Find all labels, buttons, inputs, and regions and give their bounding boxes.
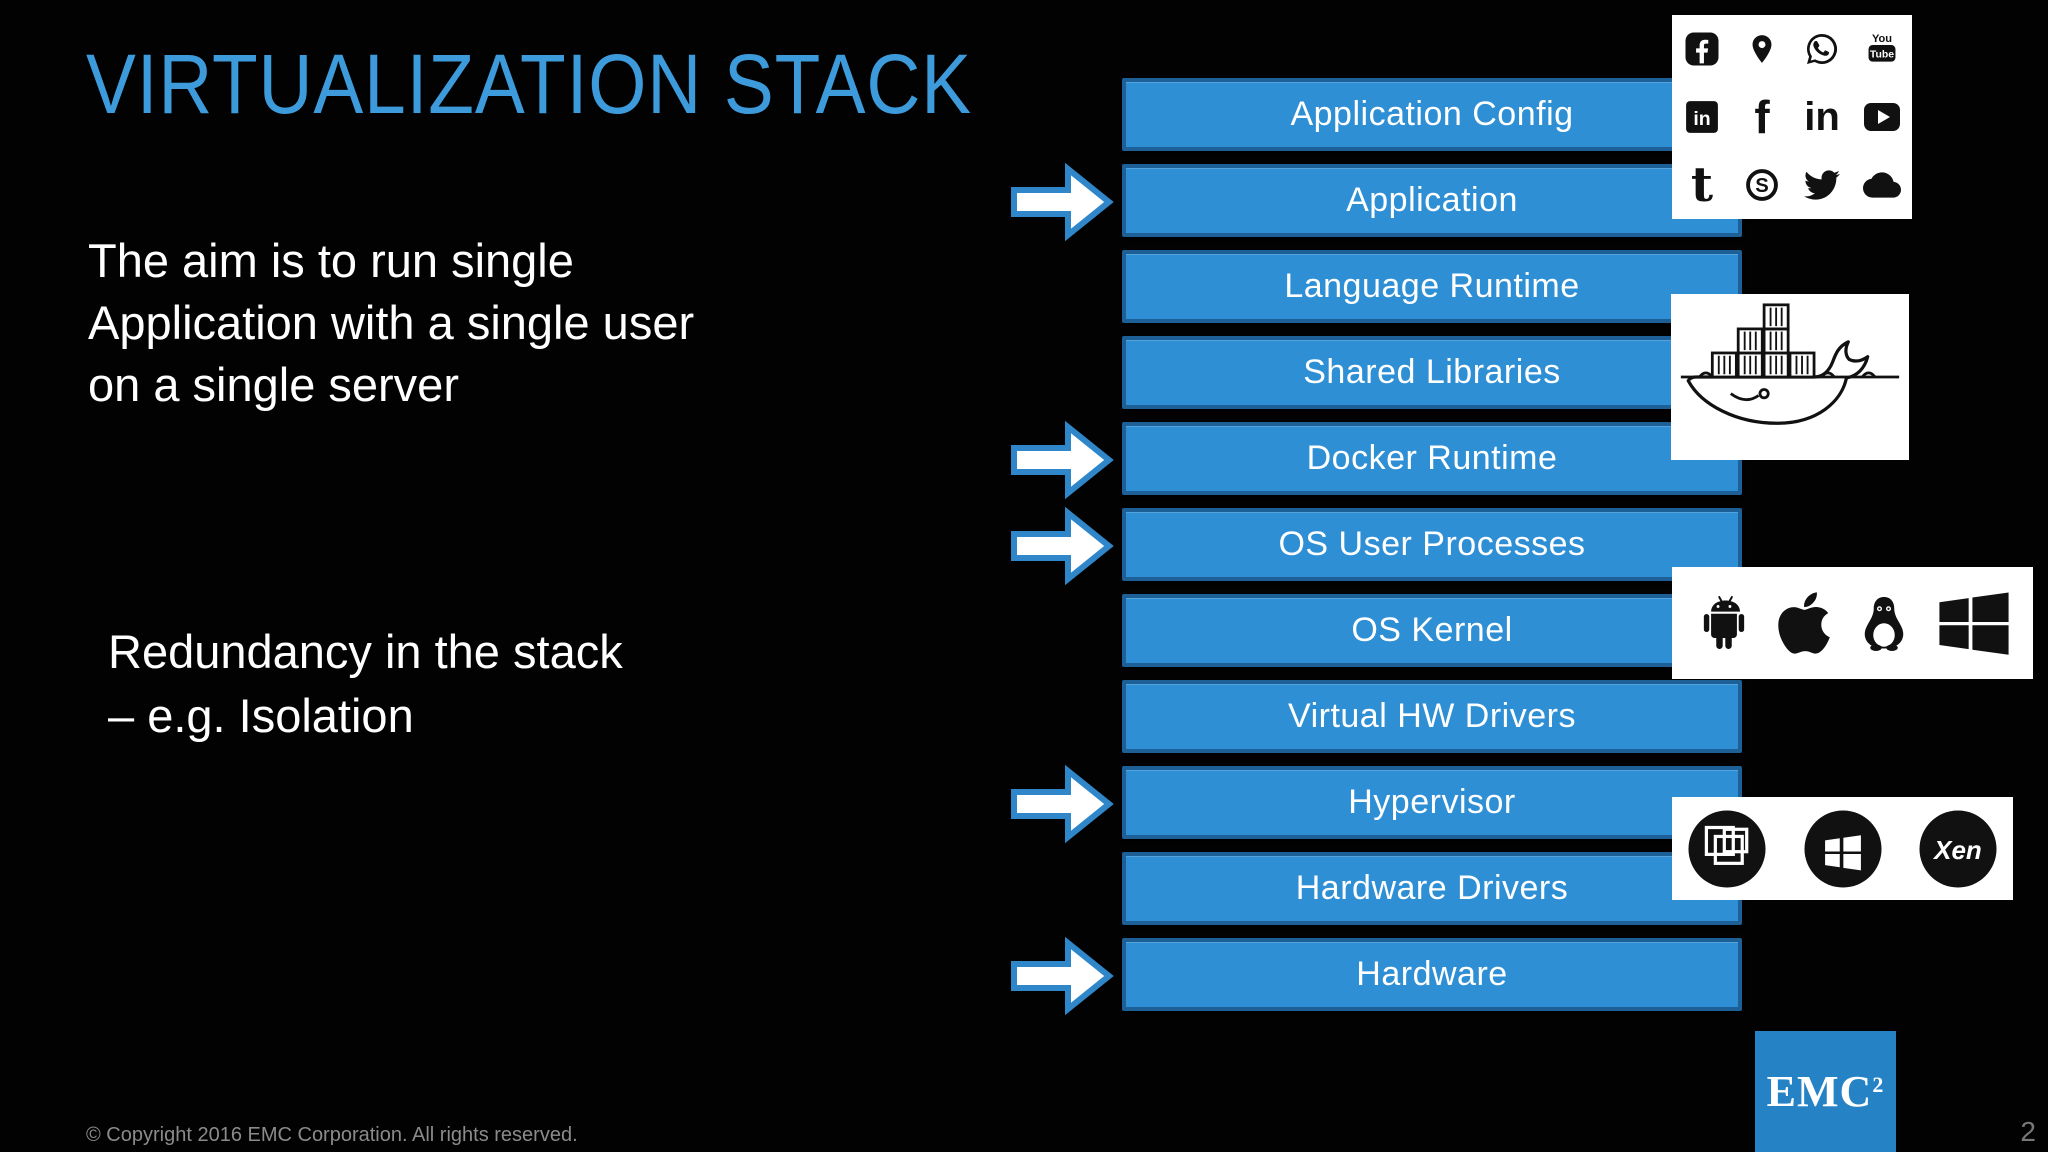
- page-title: VIRTUALIZATION STACK: [86, 37, 972, 131]
- right-arrow-icon: [1011, 420, 1114, 500]
- stack-row-application-config: Application Config: [1122, 78, 1742, 151]
- right-arrow-icon: [1011, 936, 1114, 1016]
- windows-icon: [1939, 592, 2009, 655]
- os-icons-panel: [1672, 567, 2033, 679]
- facebook-f-icon: f: [1754, 91, 1770, 143]
- svg-text:Xen: Xen: [1932, 834, 1982, 864]
- cloud-icon: [1852, 151, 1912, 219]
- linkedin-in-icon: in: [1804, 95, 1840, 139]
- emc-logo: EMC2: [1755, 1031, 1896, 1152]
- stack-row-language-runtime: Language Runtime: [1122, 250, 1742, 323]
- whatsapp-icon: [1792, 15, 1852, 83]
- note-line: – e.g. Isolation: [108, 689, 414, 742]
- copyright-text: © Copyright 2016 EMC Corporation. All ri…: [86, 1124, 578, 1146]
- skype-icon: S: [1732, 151, 1792, 219]
- stack-layer: OS User Processes: [1122, 508, 1742, 581]
- emc-logo-superscript: 2: [1872, 1072, 1885, 1097]
- svg-text:S: S: [1755, 175, 1769, 197]
- aim-line: Application with a single user: [88, 296, 695, 349]
- stack-row-shared-libraries: Shared Libraries: [1122, 336, 1742, 409]
- stack-layer: Shared Libraries: [1122, 336, 1742, 409]
- stack-layer: OS Kernel: [1122, 594, 1742, 667]
- aim-paragraph: The aim is to run single Application wit…: [88, 230, 694, 416]
- stack-row-hardware: Hardware: [1011, 936, 1742, 1016]
- page-number: 2: [2020, 1116, 2036, 1147]
- svg-text:in: in: [1693, 108, 1710, 130]
- svg-text:Tube: Tube: [1870, 50, 1894, 61]
- virtualization-stack: Application Config Application Language …: [1011, 78, 1742, 1024]
- stack-layer: Application: [1122, 164, 1742, 237]
- aim-line: on a single server: [88, 358, 459, 411]
- docker-whale-icon: [1680, 303, 1900, 425]
- linux-tux-icon: [1864, 597, 1903, 651]
- linkedin-square-icon: in: [1672, 83, 1732, 151]
- stack-layer: Hypervisor: [1122, 766, 1742, 839]
- twitter-bird-icon: [1792, 151, 1852, 219]
- hypervisor-icons-panel: Xen: [1672, 797, 2013, 900]
- vmware-icon: [1688, 809, 1766, 888]
- stack-layer: Language Runtime: [1122, 250, 1742, 323]
- apple-icon: [1778, 592, 1831, 654]
- svg-text:You: You: [1872, 33, 1892, 45]
- stack-layer: Hardware: [1122, 938, 1742, 1011]
- xen-icon: Xen: [1919, 809, 1997, 888]
- redundancy-note: Redundancy in the stack – e.g. Isolation: [108, 620, 623, 748]
- youtube-play-icon: [1852, 83, 1912, 151]
- stack-layer: Hardware Drivers: [1122, 852, 1742, 925]
- stack-row-docker-runtime: Docker Runtime: [1011, 420, 1742, 500]
- stack-row-hypervisor: Hypervisor: [1011, 764, 1742, 844]
- docker-logo-panel: [1671, 294, 1909, 460]
- note-line: Redundancy in the stack: [108, 625, 623, 678]
- twitter-t-icon: t: [1690, 157, 1714, 213]
- stack-row-hardware-drivers: Hardware Drivers: [1122, 852, 1742, 925]
- stack-layer: Virtual HW Drivers: [1122, 680, 1742, 753]
- right-arrow-icon: [1011, 506, 1114, 586]
- stack-row-application: Application: [1011, 162, 1742, 242]
- right-arrow-icon: [1011, 162, 1114, 242]
- facebook-square-icon: [1672, 15, 1732, 83]
- aim-line: The aim is to run single: [88, 234, 574, 287]
- emc-logo-text: EMC: [1766, 1067, 1873, 1116]
- stack-row-os-kernel: OS Kernel: [1122, 594, 1742, 667]
- stack-row-os-user-processes: OS User Processes: [1011, 506, 1742, 586]
- right-arrow-icon: [1011, 764, 1114, 844]
- stack-layer: Application Config: [1122, 78, 1742, 151]
- hyperv-icon: [1803, 809, 1882, 888]
- stack-row-virtual-hw-drivers: Virtual HW Drivers: [1122, 680, 1742, 753]
- android-icon: [1703, 596, 1745, 649]
- location-pin-icon: [1732, 15, 1792, 83]
- stack-layer: Docker Runtime: [1122, 422, 1742, 495]
